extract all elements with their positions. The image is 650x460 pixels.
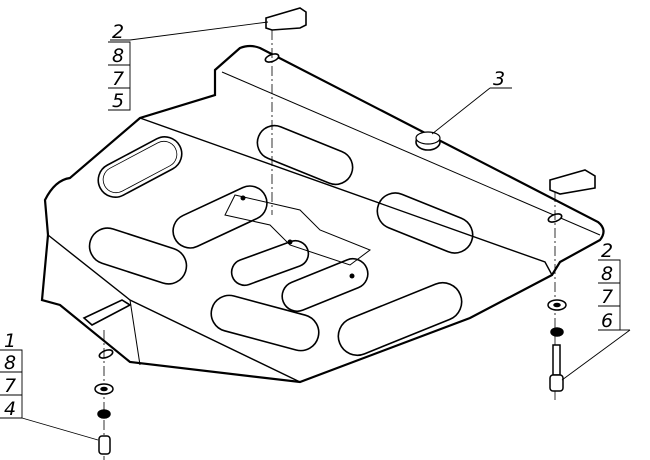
hole xyxy=(287,239,293,245)
callout-label: 2 xyxy=(601,240,613,262)
callout-label: 7 xyxy=(601,286,613,308)
callout-label: 7 xyxy=(4,375,16,397)
fasteners-left xyxy=(94,383,114,455)
callout-label: 8 xyxy=(4,352,16,374)
callout-label: 2 xyxy=(112,21,124,43)
stiffening-ribs xyxy=(88,124,474,357)
callout-label: 3 xyxy=(493,68,505,90)
callout-top-left: 2 8 7 5 xyxy=(112,21,124,112)
bracket-top xyxy=(264,7,307,63)
hole xyxy=(240,195,246,201)
plug-3 xyxy=(415,131,441,151)
axis-lines xyxy=(103,30,556,460)
callout-label: 6 xyxy=(601,310,613,332)
bracket-left xyxy=(82,299,132,359)
callout-bottom-left: 1 8 7 4 xyxy=(4,330,16,420)
callout-label: 5 xyxy=(112,90,124,112)
fasteners-right xyxy=(547,299,567,392)
leader-lines xyxy=(0,21,631,441)
callout-label: 8 xyxy=(112,45,124,67)
callout-label: 7 xyxy=(112,68,124,90)
callout-label: 4 xyxy=(4,398,16,420)
callout-label: 1 xyxy=(4,330,16,352)
skid-plate xyxy=(40,44,605,384)
callout-label: 8 xyxy=(601,263,613,285)
hole xyxy=(349,273,355,279)
callout-plug: 3 xyxy=(493,68,505,90)
callout-right: 2 8 7 6 xyxy=(601,240,613,332)
